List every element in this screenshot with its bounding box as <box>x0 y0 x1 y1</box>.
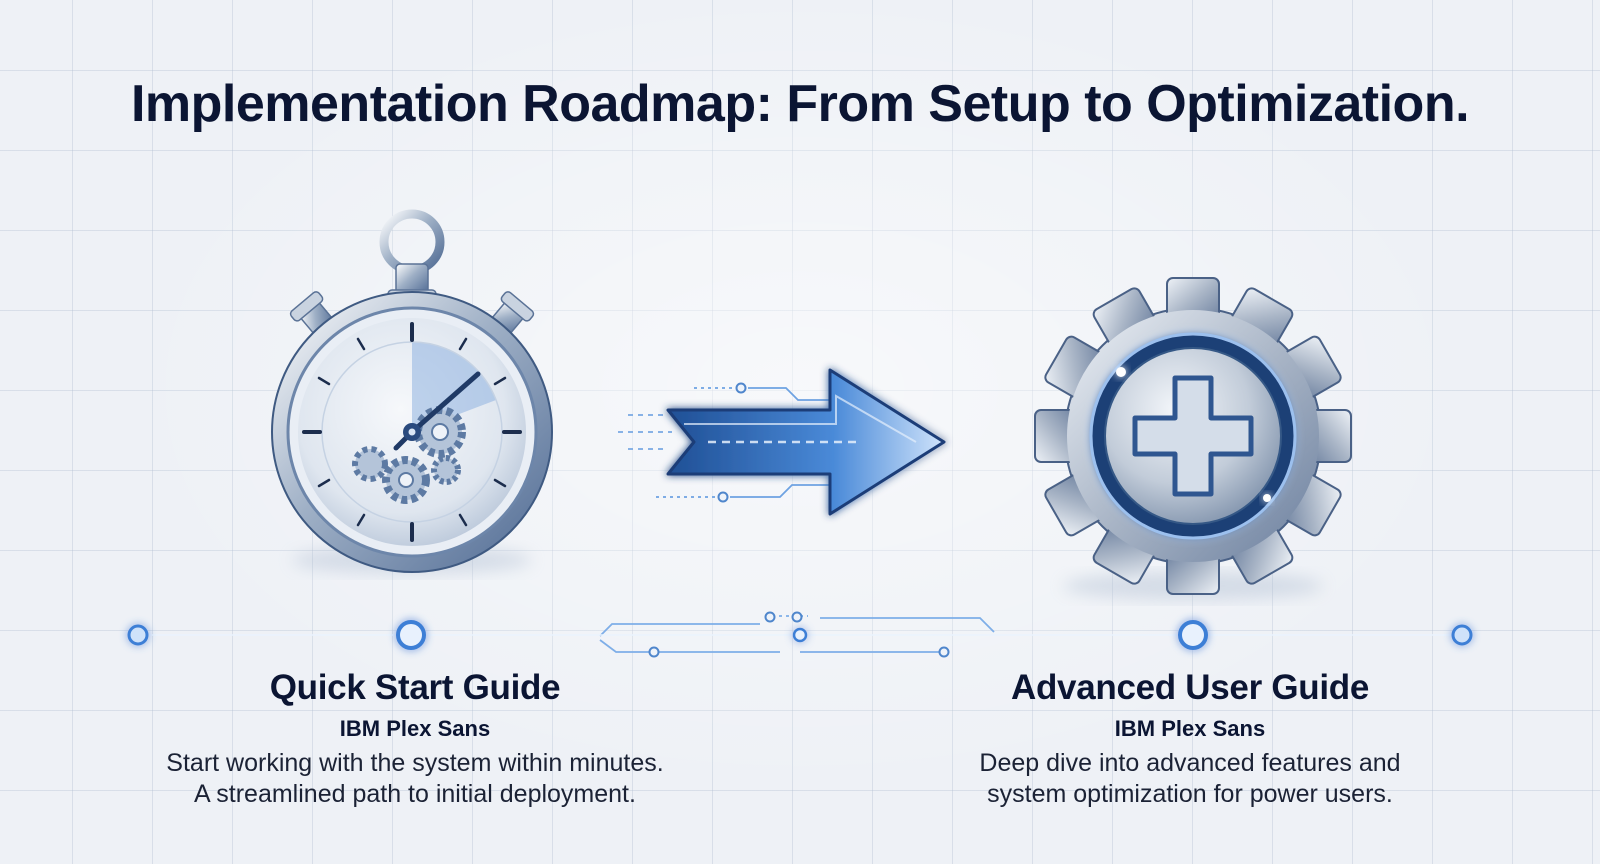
stage-description-line: Start working with the system within min… <box>166 749 664 777</box>
stage-font-label: IBM Plex Sans <box>339 716 491 741</box>
stage-description-line: system optimization for power users. <box>987 780 1393 808</box>
stage-title: Quick Start Guide <box>269 668 561 707</box>
gear-plus-icon <box>1034 277 1352 600</box>
stage-font-label: IBM Plex Sans <box>1114 716 1266 741</box>
stage-description-line: A streamlined path to initial deployment… <box>194 780 636 808</box>
stage-advanced: Advanced User Guide IBM Plex Sans Deep d… <box>870 668 1510 810</box>
stopwatch-icon <box>271 209 553 574</box>
page-title: Implementation Roadmap: From Setup to Op… <box>130 75 1470 133</box>
timeline <box>127 611 1473 658</box>
stage-quick-start: Quick Start Guide IBM Plex Sans Start wo… <box>95 668 735 810</box>
arrow-right-icon <box>618 368 946 516</box>
stage-title: Advanced User Guide <box>1010 668 1370 707</box>
stage-description-line: Deep dive into advanced features and <box>979 749 1401 777</box>
